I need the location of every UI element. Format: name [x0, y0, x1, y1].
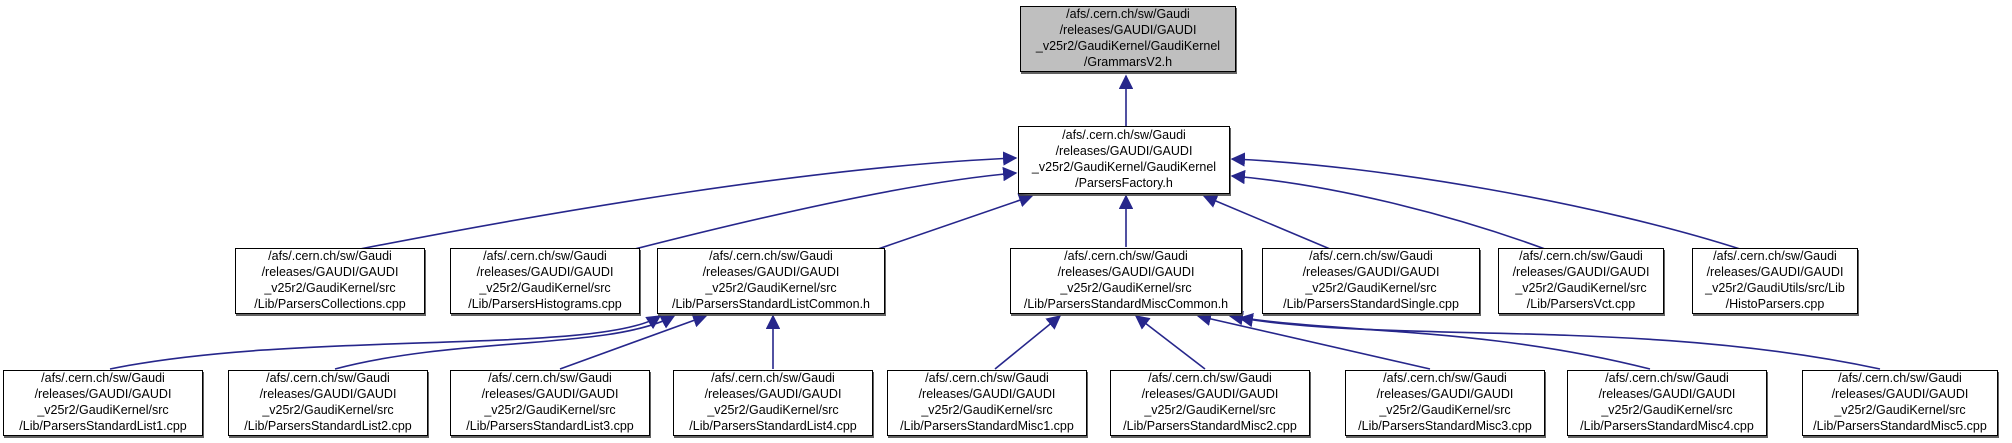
- graph-node-parsersstandardlist2[interactable]: /afs/.cern.ch/sw/Gaudi /releases/GAUDI/G…: [228, 370, 428, 436]
- edge-parsersstandardmisc1-to-parsersstandardmisccommon: [994, 315, 1062, 370]
- edge-parsersstandardmisc4-to-parsersstandardmisccommon: [1228, 310, 1651, 370]
- graph-node-parsersstandardmisc5[interactable]: /afs/.cern.ch/sw/Gaudi /releases/GAUDI/G…: [1802, 370, 1998, 436]
- graph-node-parsersstandardsingle[interactable]: /afs/.cern.ch/sw/Gaudi /releases/GAUDI/G…: [1262, 248, 1480, 314]
- edge-parsersstandardlist3-to-parsersstandardlistcommon: [559, 313, 708, 370]
- edge-parserscollections-to-parsersfactory: [359, 151, 1018, 250]
- graph-node-parsersstandardmisc3[interactable]: /afs/.cern.ch/sw/Gaudi /releases/GAUDI/G…: [1345, 370, 1545, 436]
- graph-node-histoparsers[interactable]: /afs/.cern.ch/sw/Gaudi /releases/GAUDI/G…: [1692, 248, 1858, 314]
- graph-node-parsersstandardmisc2[interactable]: /afs/.cern.ch/sw/Gaudi /releases/GAUDI/G…: [1110, 370, 1310, 436]
- edge-parsersstandardmisc5-to-parsersstandardmisccommon: [1238, 312, 1881, 370]
- edge-parsersstandardlist2-to-parsersstandardlistcommon: [334, 315, 676, 370]
- edge-parsersvct-to-parsersfactory: [1230, 169, 1546, 250]
- graph-node-parsersstandardmisc1[interactable]: /afs/.cern.ch/sw/Gaudi /releases/GAUDI/G…: [887, 370, 1087, 436]
- edge-parsersstandardsingle-to-parsersfactory: [1202, 194, 1331, 250]
- edge-parsersstandardmisc2-to-parsersstandardmisccommon: [1134, 315, 1206, 370]
- graph-node-parsersstandardmisccommon[interactable]: /afs/.cern.ch/sw/Gaudi /releases/GAUDI/G…: [1010, 248, 1242, 314]
- edge-parsersstandardmisc3-to-parsersstandardmisccommon: [1196, 311, 1431, 370]
- graph-node-grammarsv2: /afs/.cern.ch/sw/Gaudi /releases/GAUDI/G…: [1020, 6, 1236, 72]
- edge-parsersstandardlist1-to-parsersstandardlistcommon: [109, 315, 662, 370]
- graph-node-parsershistograms[interactable]: /afs/.cern.ch/sw/Gaudi /releases/GAUDI/G…: [450, 248, 640, 314]
- edge-parsershistograms-to-parsersfactory: [634, 166, 1018, 250]
- edge-histoparsers-to-parsersfactory: [1230, 152, 1741, 250]
- graph-node-parsersstandardlist1[interactable]: /afs/.cern.ch/sw/Gaudi /releases/GAUDI/G…: [3, 370, 203, 436]
- edge-parsersstandardlistcommon-to-parsersfactory: [877, 193, 1034, 250]
- graph-node-parsersstandardlist3[interactable]: /afs/.cern.ch/sw/Gaudi /releases/GAUDI/G…: [450, 370, 650, 436]
- graph-node-parsersstandardlistcommon[interactable]: /afs/.cern.ch/sw/Gaudi /releases/GAUDI/G…: [657, 248, 885, 314]
- graph-node-parsersstandardmisc4[interactable]: /afs/.cern.ch/sw/Gaudi /releases/GAUDI/G…: [1567, 370, 1767, 436]
- graph-node-parsersfactory[interactable]: /afs/.cern.ch/sw/Gaudi /releases/GAUDI/G…: [1018, 126, 1230, 194]
- graph-node-parsersvct[interactable]: /afs/.cern.ch/sw/Gaudi /releases/GAUDI/G…: [1498, 248, 1664, 314]
- graph-node-parserscollections[interactable]: /afs/.cern.ch/sw/Gaudi /releases/GAUDI/G…: [235, 248, 425, 314]
- graph-node-parsersstandardlist4[interactable]: /afs/.cern.ch/sw/Gaudi /releases/GAUDI/G…: [673, 370, 873, 436]
